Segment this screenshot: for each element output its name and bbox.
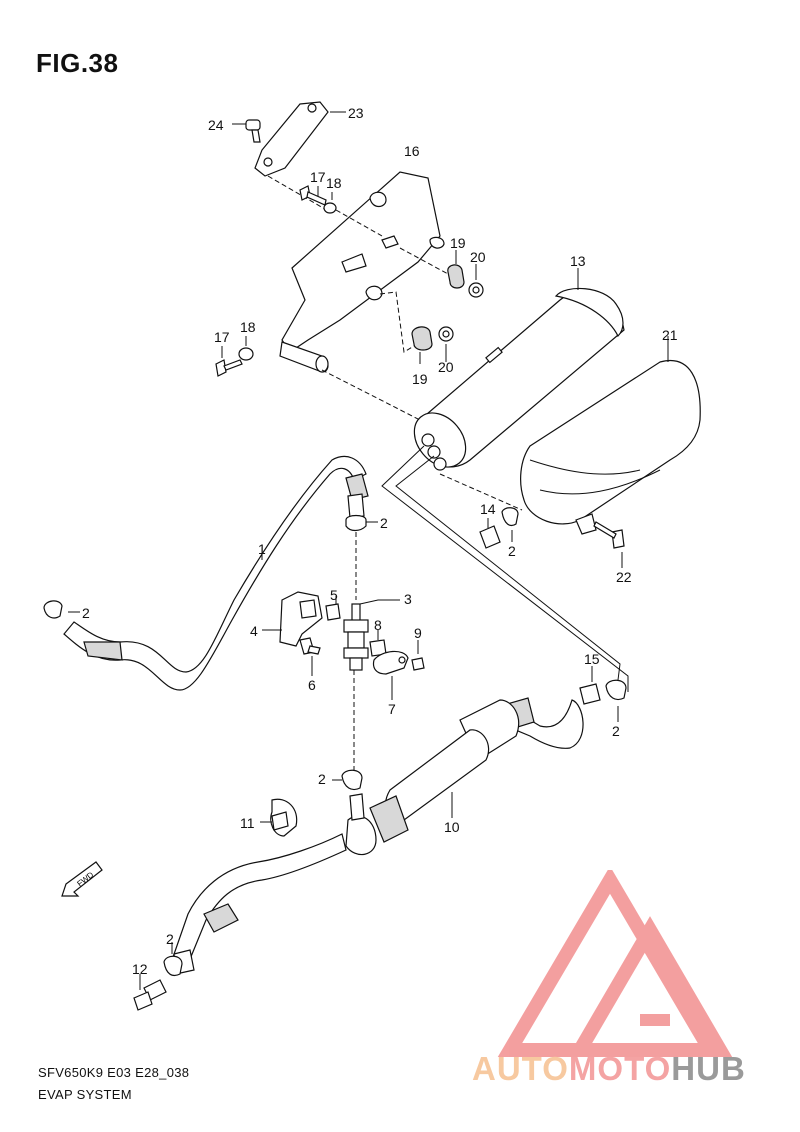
bracket-4	[279, 591, 323, 647]
callout-21: 21	[662, 327, 678, 343]
clamp-2-b	[345, 514, 367, 532]
fwd-arrow: FWD	[61, 861, 103, 897]
bolt-22	[593, 521, 625, 549]
callout-16: 16	[404, 143, 420, 159]
collar-20-upper	[468, 282, 484, 298]
callout-2-f: 2	[166, 931, 174, 947]
washer-18-lower	[238, 347, 254, 361]
bolt-24	[245, 119, 261, 143]
callout-5: 5	[330, 587, 338, 603]
callout-17: 17	[310, 169, 326, 185]
callout-2-d: 2	[612, 723, 620, 739]
clamp-2-a	[43, 600, 63, 619]
footer: SFV650K9 E03 E28_038 EVAP SYSTEM	[38, 1062, 189, 1106]
callout-11: 11	[240, 815, 255, 831]
clamp-2-d	[605, 679, 627, 701]
automotohub-wordmark: AUTOMOTOHUB	[472, 1050, 746, 1088]
callout-1: 1	[258, 541, 266, 557]
cover-21	[520, 360, 701, 535]
hose-1	[63, 455, 369, 691]
screw-9	[411, 657, 425, 671]
callout-24: 24	[208, 117, 224, 133]
bolt-6	[299, 637, 321, 655]
footer-code: SFV650K9 E03 E28_038	[38, 1065, 190, 1080]
fitting-12	[133, 979, 167, 1011]
callout-3: 3	[404, 591, 412, 607]
callout-10: 10	[444, 819, 460, 835]
washer-18-upper	[323, 202, 337, 214]
callout-18-lower: 18	[240, 319, 256, 335]
callout-23: 23	[348, 105, 364, 121]
callout-20: 20	[470, 249, 486, 265]
callout-7: 7	[388, 701, 396, 717]
callout-13: 13	[570, 253, 586, 269]
callout-22: 22	[616, 569, 632, 585]
clamp-2-c	[501, 507, 519, 527]
automotohub-logo	[497, 870, 733, 1057]
hose-10	[171, 697, 584, 975]
joint-15	[579, 683, 601, 705]
callouts: 24 23 16 17 18 19 20 13 17 18 19 20 21 1…	[82, 105, 678, 977]
callout-19-lower: 19	[412, 371, 428, 387]
callout-9: 9	[414, 625, 422, 641]
clamp-2-f	[163, 955, 183, 977]
callout-20-lower: 20	[438, 359, 454, 375]
callout-14: 14	[480, 501, 496, 517]
wordmark-auto: AUTO	[472, 1050, 569, 1087]
collar-20-lower	[438, 326, 454, 342]
figure-title: FIG.38	[36, 48, 119, 78]
cap-14	[479, 525, 501, 549]
callout-4: 4	[250, 623, 258, 639]
callout-17-lower: 17	[214, 329, 230, 345]
callout-19: 19	[450, 235, 466, 251]
bolt-17-lower	[215, 359, 243, 377]
clamp-7	[372, 650, 409, 675]
bracket-23	[254, 101, 329, 177]
callout-12: 12	[132, 961, 148, 977]
canister-13	[413, 287, 625, 471]
callout-2-a: 2	[82, 605, 90, 621]
grommet-19-lower	[411, 326, 433, 351]
callout-2-e: 2	[318, 771, 326, 787]
footer-caption: EVAP SYSTEM	[38, 1087, 132, 1102]
grommet-19-upper	[447, 264, 465, 289]
clamp-2-e	[341, 769, 363, 791]
callout-2-b: 2	[508, 543, 516, 559]
clamp-11	[270, 798, 298, 837]
callout-8: 8	[374, 617, 382, 633]
callout-6: 6	[308, 677, 316, 693]
callout-15: 15	[584, 651, 600, 667]
callout-18: 18	[326, 175, 342, 191]
cushion-5	[325, 603, 341, 621]
valve-3	[343, 603, 369, 671]
wordmark-moto: MOTO	[568, 1050, 672, 1087]
wordmark-hub: HUB	[671, 1050, 746, 1087]
bracket-16	[281, 171, 445, 353]
callout-2-c: 2	[380, 515, 388, 531]
